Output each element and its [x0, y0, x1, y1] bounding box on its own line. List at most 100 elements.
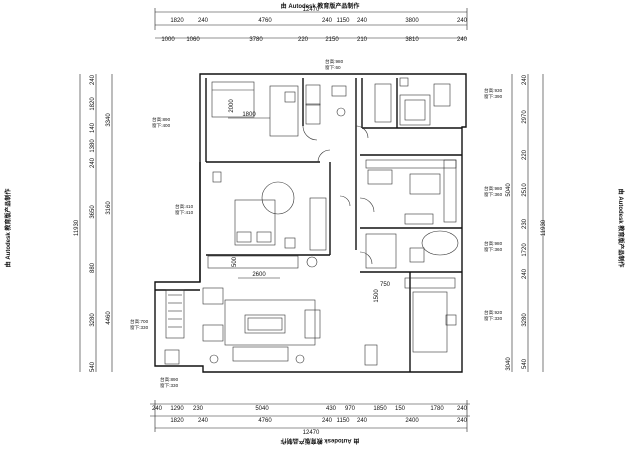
- right-outer-1: 240: [522, 74, 528, 85]
- bathtub: [421, 230, 459, 256]
- right-outer-2: 2970: [522, 110, 528, 124]
- right-outer-3: 220: [522, 149, 528, 160]
- bed-1: [211, 81, 255, 118]
- bottom-dim-6: 970: [345, 406, 356, 412]
- right-outer-5: 230: [522, 218, 528, 229]
- bed-2: [399, 94, 431, 126]
- sill-label-b-2: 窗下:390: [484, 93, 503, 100]
- bottom-dim-4: 5040: [255, 406, 269, 412]
- bottom-dim-5: 430: [326, 406, 337, 412]
- top-dim-8: 240: [457, 18, 468, 24]
- dim-kitchen-a: 1500: [374, 289, 380, 303]
- left-inner-3: 4460: [106, 311, 112, 325]
- sill-label-e-2: 窗下:410: [175, 209, 194, 216]
- watermark-left: 由 Autodesk 教育版产品制作: [4, 189, 12, 268]
- bottom-dim2-8: 240: [457, 418, 468, 424]
- sill-label-b-1: 台高:930: [484, 87, 503, 94]
- bottom-dim2-6: 240: [357, 418, 368, 424]
- top-dim-7: 3800: [405, 18, 419, 24]
- round-rug: [261, 181, 295, 215]
- left-outer-8: 3280: [90, 313, 96, 327]
- right-dimensions: 11930 240 2970 220 2510 230 1720 240 328…: [506, 74, 547, 372]
- watermark-top: 由 Autodesk 教育版产品制作: [281, 2, 360, 10]
- top-total-dim: 12470: [303, 7, 320, 13]
- bottom-dim-1: 240: [152, 406, 163, 412]
- sill-label-g-1: 台高:700: [130, 318, 149, 325]
- bottom-dim-7: 1850: [373, 406, 387, 412]
- sill-label-a-2: 窗下:60: [325, 64, 341, 71]
- sill-label-a-1: 台高:980: [325, 58, 344, 65]
- bottom-dim2-2: 240: [198, 418, 209, 424]
- sill-label-e-1: 台高:410: [175, 203, 194, 210]
- left-outer-3: 140: [90, 122, 96, 133]
- sofa: [224, 299, 316, 346]
- sill-label-f-1: 台高:980: [484, 240, 503, 247]
- bottom-dim-10: 240: [457, 406, 468, 412]
- bottom-total-dim: 12470: [303, 430, 320, 436]
- sill-label-d-1: 台高:980: [484, 185, 503, 192]
- sill-label-h-1: 台高:920: [484, 309, 503, 316]
- right-outer-6: 1720: [522, 243, 528, 257]
- dim-living-depth: 500: [232, 256, 238, 267]
- top-dim2-4: 220: [298, 37, 309, 43]
- left-outer-2: 1820: [90, 97, 96, 111]
- top-dim-6: 240: [357, 18, 368, 24]
- left-total-dim: 11930: [74, 219, 80, 236]
- sill-label-c-1: 台高:890: [152, 116, 171, 123]
- right-outer-4: 2510: [522, 183, 528, 197]
- sill-label-g-2: 窗下:330: [130, 324, 149, 331]
- top-dim2-3: 3780: [249, 37, 263, 43]
- tv-cabinet: [207, 255, 299, 269]
- sill-labels: 台高:980 窗下:60 台高:930 窗下:390 台高:890 窗下:400…: [130, 58, 503, 389]
- room-dimensions: 1800 2000 2600 500 1500 750: [228, 99, 391, 303]
- right-total-dim: 11930: [541, 219, 547, 236]
- left-inner-1: 3340: [106, 113, 112, 127]
- watermark-right: 由 Autodesk 教育版产品制作: [617, 189, 625, 268]
- top-dim2-6: 210: [357, 37, 368, 43]
- sill-label-h-2: 窗下:330: [484, 315, 503, 322]
- bottom-dim2-5: 1150: [337, 418, 351, 424]
- toilet-1: [331, 85, 347, 97]
- kitchen-counter: [365, 159, 457, 169]
- right-outer-7: 240: [522, 268, 528, 279]
- dim-bedroom1-width: 1800: [242, 112, 256, 118]
- top-dim-5: 1150: [337, 18, 351, 24]
- dining-table: [412, 291, 448, 353]
- bottom-dim2-1: 1820: [170, 418, 184, 424]
- left-outer-5: 240: [90, 157, 96, 168]
- bottom-dim-9: 1780: [430, 406, 444, 412]
- walls: [154, 73, 467, 373]
- furniture: [164, 77, 459, 366]
- sill-label-c-2: 窗下:400: [152, 122, 171, 129]
- left-inner-2: 3160: [106, 201, 112, 215]
- sill-label-f-2: 窗下:360: [484, 246, 503, 253]
- right-outer-8: 3280: [522, 313, 528, 327]
- coffee-table: [244, 314, 286, 334]
- top-dim2-8: 240: [457, 37, 468, 43]
- left-outer-6: 3650: [90, 205, 96, 219]
- top-dim2-2: 1060: [186, 37, 200, 43]
- left-outer-7: 880: [90, 262, 96, 273]
- bottom-dim2-3: 4760: [258, 418, 272, 424]
- left-outer-9: 540: [90, 361, 96, 372]
- bottom-dimensions: 240 1290 230 5040 430 970 1850 150 1780 …: [150, 400, 470, 436]
- right-outer-9: 540: [522, 358, 528, 369]
- wardrobe-1: [269, 85, 299, 137]
- watermark-bottom: 由 Autodesk 教育版产品制作: [281, 437, 360, 445]
- top-dimensions: 12470 1820 240 4760 240 1150 240 3800 24…: [154, 7, 468, 43]
- bed-3: [234, 199, 276, 246]
- bottom-dim-3: 230: [193, 406, 204, 412]
- sill-label-i-1: 台高:890: [160, 376, 179, 383]
- top-dim-1: 1820: [170, 18, 184, 24]
- left-outer-1: 240: [90, 74, 96, 85]
- left-outer-4: 1380: [90, 139, 96, 153]
- top-dim2-1: 1000: [161, 37, 175, 43]
- top-dim2-7: 3810: [405, 37, 419, 43]
- dim-kitchen-b: 750: [380, 282, 391, 288]
- sill-label-d-2: 窗下:360: [484, 191, 503, 198]
- dim-bedroom1-height: 2000: [229, 99, 235, 113]
- top-dim-2: 240: [198, 18, 209, 24]
- bottom-dim2-4: 240: [322, 418, 333, 424]
- right-inner-1: 5040: [506, 183, 512, 197]
